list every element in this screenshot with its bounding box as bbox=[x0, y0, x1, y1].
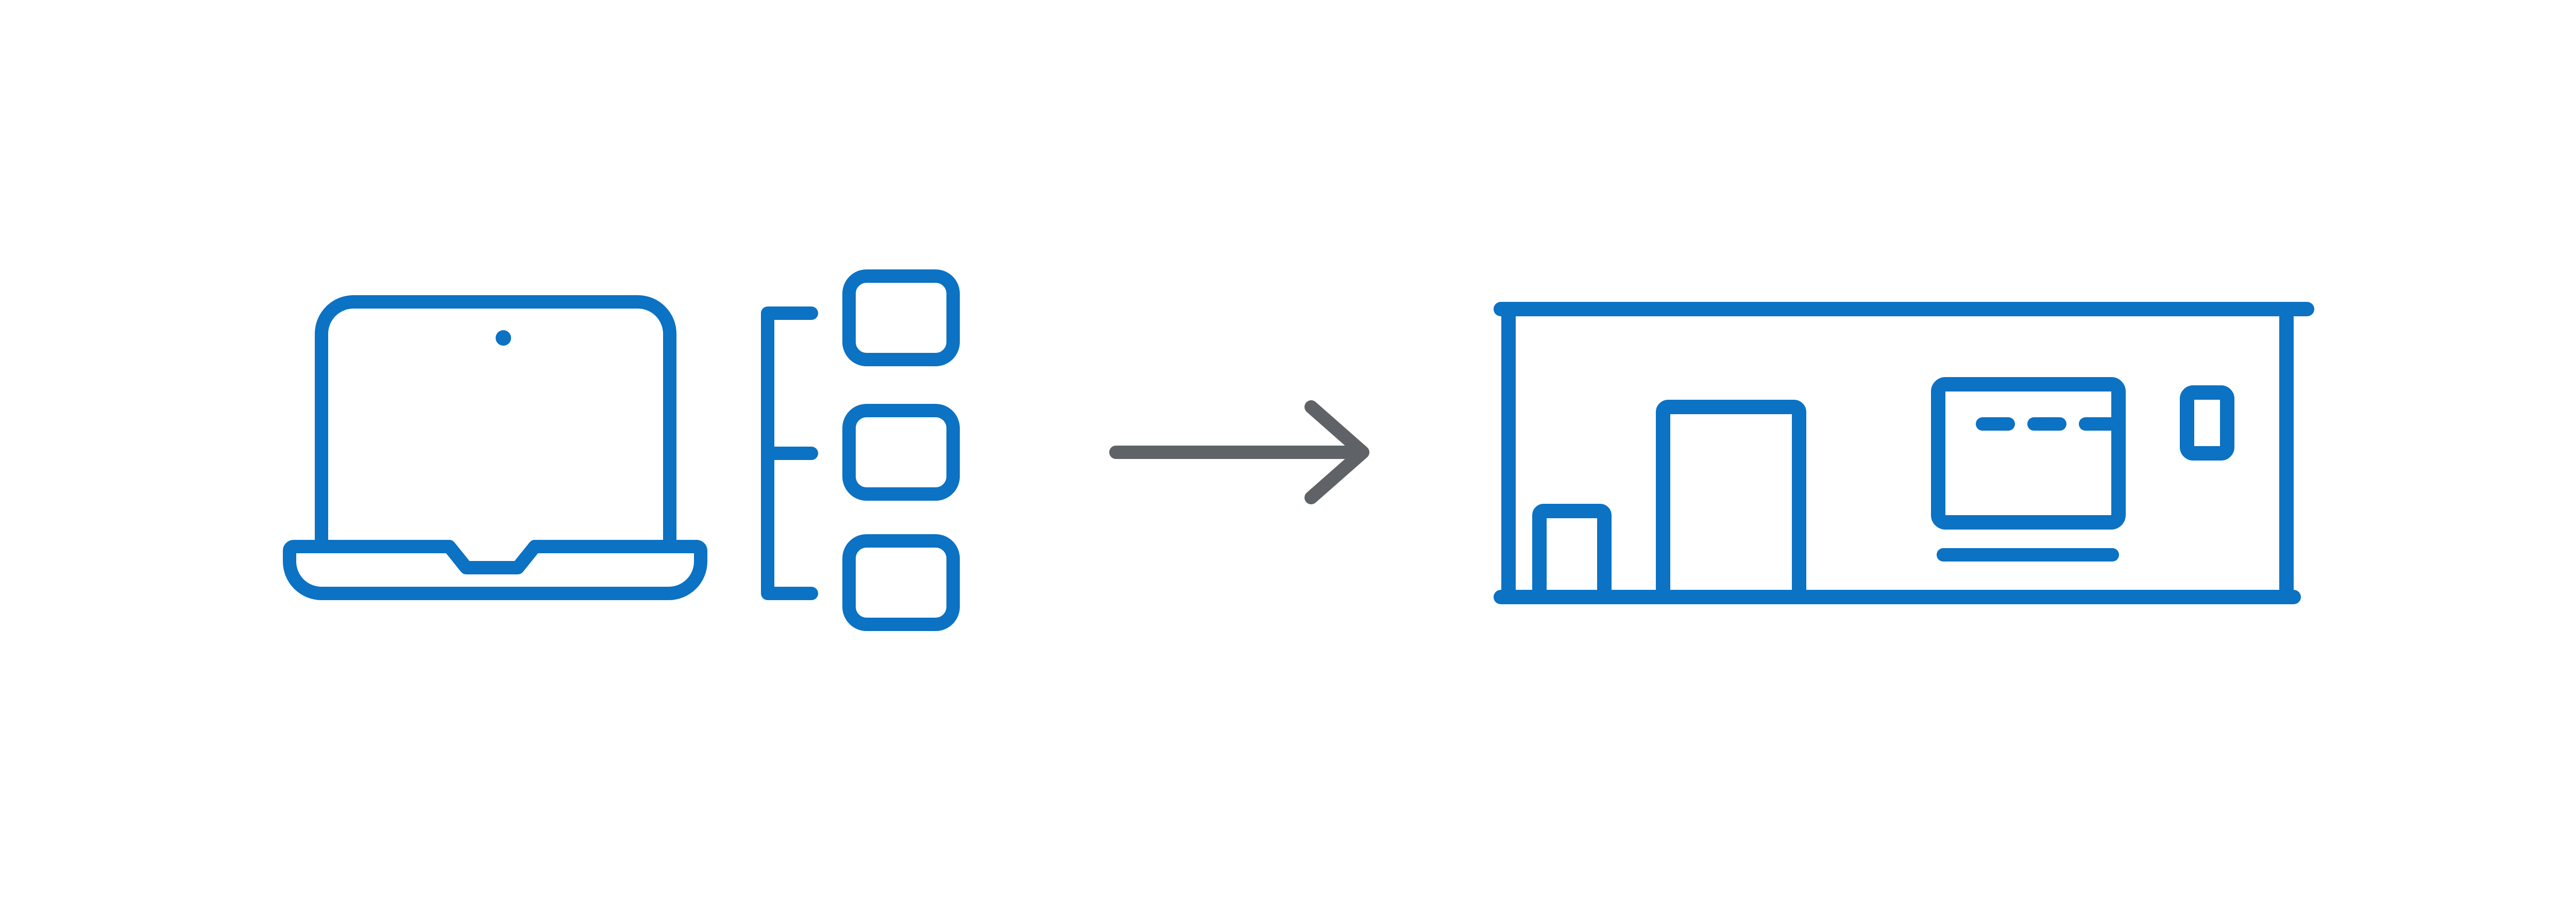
laptop-camera-dot bbox=[496, 330, 511, 346]
laptop-icon bbox=[283, 295, 707, 600]
arrow-right-icon bbox=[1109, 400, 1369, 504]
hierarchy-tree-icon bbox=[761, 269, 960, 631]
tree-node-box-1 bbox=[842, 269, 960, 366]
datacenter-building-icon bbox=[1494, 302, 2314, 604]
laptop-screen-bezel bbox=[315, 295, 676, 552]
bar-chart-column-tall bbox=[1656, 400, 1806, 590]
laptop-base-tray bbox=[283, 540, 707, 600]
bar-chart-column-short bbox=[1532, 504, 1612, 590]
arrow-head bbox=[1304, 400, 1369, 504]
tree-node-box-3 bbox=[842, 534, 960, 631]
server-panel bbox=[1931, 377, 2126, 530]
tree-node-box-2 bbox=[842, 404, 960, 501]
side-module-box bbox=[2180, 385, 2234, 461]
